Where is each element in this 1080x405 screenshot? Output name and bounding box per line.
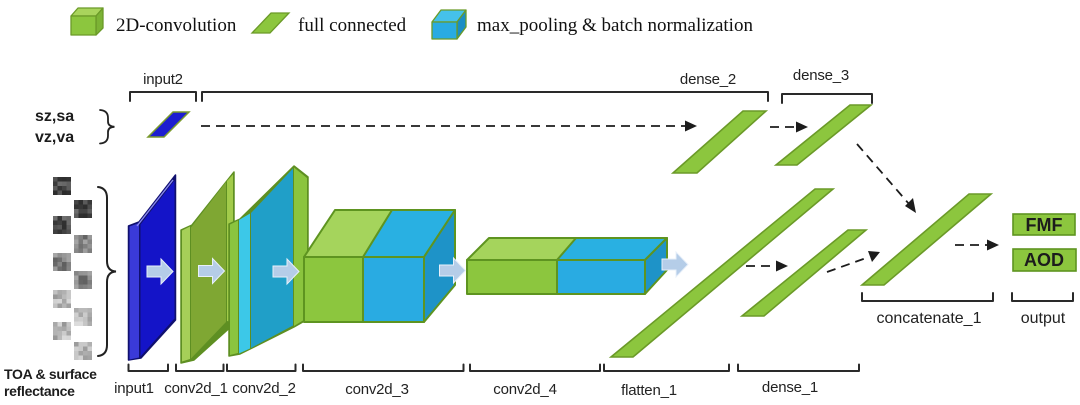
svg-text:dense_2: dense_2 — [680, 71, 736, 88]
svg-text:sz,sa: sz,sa — [35, 108, 74, 125]
svg-text:dense_3: dense_3 — [793, 67, 849, 84]
svg-text:2D-convolution: 2D-convolution — [116, 15, 237, 36]
svg-text:full connected: full connected — [298, 15, 407, 36]
svg-text:output: output — [1021, 310, 1066, 327]
svg-text:input2: input2 — [143, 71, 183, 88]
svg-text:conv2d_2: conv2d_2 — [232, 380, 295, 397]
svg-text:max_pooling & batch normalizat: max_pooling & batch normalization — [477, 15, 753, 36]
svg-text:AOD: AOD — [1024, 250, 1064, 270]
svg-text:conv2d_4: conv2d_4 — [493, 381, 556, 398]
svg-text:reflectance: reflectance — [4, 383, 75, 399]
svg-text:flatten_1: flatten_1 — [621, 382, 677, 399]
svg-text:dense_1: dense_1 — [762, 379, 818, 396]
svg-text:FMF: FMF — [1026, 215, 1063, 235]
svg-text:input1: input1 — [114, 380, 154, 397]
svg-text:TOA & surface: TOA & surface — [4, 366, 97, 382]
svg-text:vz,va: vz,va — [35, 129, 74, 146]
svg-text:conv2d_3: conv2d_3 — [345, 381, 408, 398]
svg-text:conv2d_1: conv2d_1 — [164, 380, 227, 397]
svg-text:concatenate_1: concatenate_1 — [877, 310, 982, 327]
